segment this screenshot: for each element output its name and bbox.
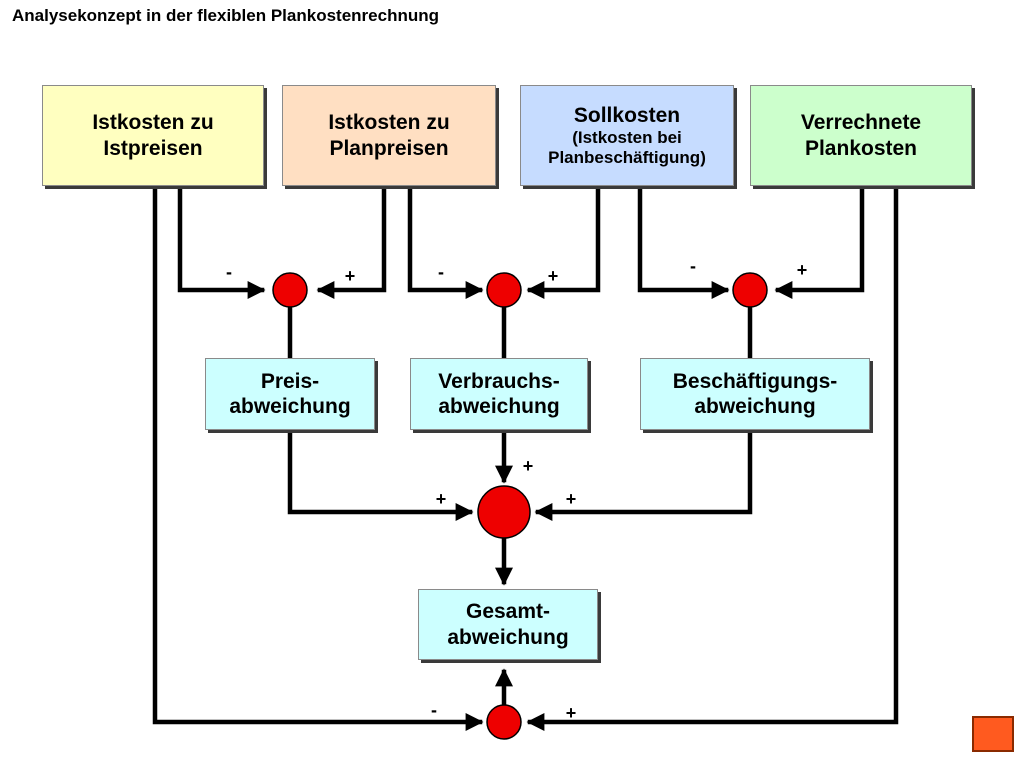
difference-node-employment — [732, 272, 768, 308]
sign-minus: - — [690, 256, 696, 276]
sign-plus: + — [565, 703, 577, 723]
box-label: (Istkosten bei — [572, 127, 682, 147]
difference-node-check — [486, 704, 522, 740]
page-title: Analysekonzept in der flexiblen Plankost… — [12, 6, 439, 25]
sign-plus: + — [435, 489, 447, 509]
box-sollkosten: Sollkosten (Istkosten bei Planbeschäftig… — [520, 85, 734, 186]
box-istkosten-istpreisen: Istkosten zu Istpreisen — [42, 85, 264, 186]
connector-line — [287, 429, 474, 521]
box-label: Verrechnete — [800, 111, 922, 135]
box-verbrauchsabweichung: Verbrauchs- abweichung — [410, 358, 588, 430]
difference-node-price — [272, 272, 308, 308]
box-label: abweichung — [447, 625, 569, 649]
box-label: Plankosten — [804, 136, 918, 160]
connector-line — [637, 187, 730, 299]
box-label: Planpreisen — [329, 136, 449, 160]
sum-node-total — [477, 485, 531, 539]
sign-minus: - — [226, 262, 232, 282]
box-label: Istkosten zu — [328, 111, 450, 135]
connector-line — [534, 429, 753, 521]
box-label: Sollkosten — [573, 103, 681, 127]
sign-plus: + — [344, 266, 356, 286]
box-verrechnete-plankosten: Verrechnete Plankosten — [750, 85, 972, 186]
box-preisabweichung: Preis- abweichung — [205, 358, 375, 430]
box-label: Istkosten zu — [92, 111, 214, 135]
box-label: abweichung — [694, 395, 816, 418]
box-label: Planbeschäftigung) — [548, 148, 706, 168]
box-beschaeftigungsabweichung: Beschäftigungs- abweichung — [640, 358, 870, 430]
sign-plus: + — [796, 260, 808, 280]
sign-plus: + — [547, 266, 559, 286]
box-label: Verbrauchs- — [438, 369, 560, 393]
sign-plus: + — [565, 489, 577, 509]
connector-line — [177, 187, 266, 299]
box-gesamtabweichung: Gesamt- abweichung — [418, 589, 598, 660]
connector-line — [526, 187, 899, 731]
connector-line — [152, 187, 484, 731]
box-label: Gesamt- — [465, 600, 551, 624]
box-label: Beschäftigungs- — [672, 369, 838, 393]
box-label: Istpreisen — [103, 136, 203, 160]
sign-minus: - — [438, 262, 444, 282]
sign-minus: - — [431, 700, 437, 720]
box-label: abweichung — [229, 395, 351, 418]
box-label: abweichung — [438, 395, 560, 418]
connector-line — [407, 187, 484, 299]
connector-line — [774, 187, 865, 299]
sign-plus: + — [522, 456, 534, 476]
box-istkosten-planpreisen: Istkosten zu Planpreisen — [282, 85, 496, 186]
next-slide-button[interactable] — [972, 716, 1014, 752]
connector-line — [316, 187, 387, 299]
connector-line — [526, 187, 601, 299]
difference-node-consumption — [486, 272, 522, 308]
box-label: Preis- — [260, 369, 320, 393]
